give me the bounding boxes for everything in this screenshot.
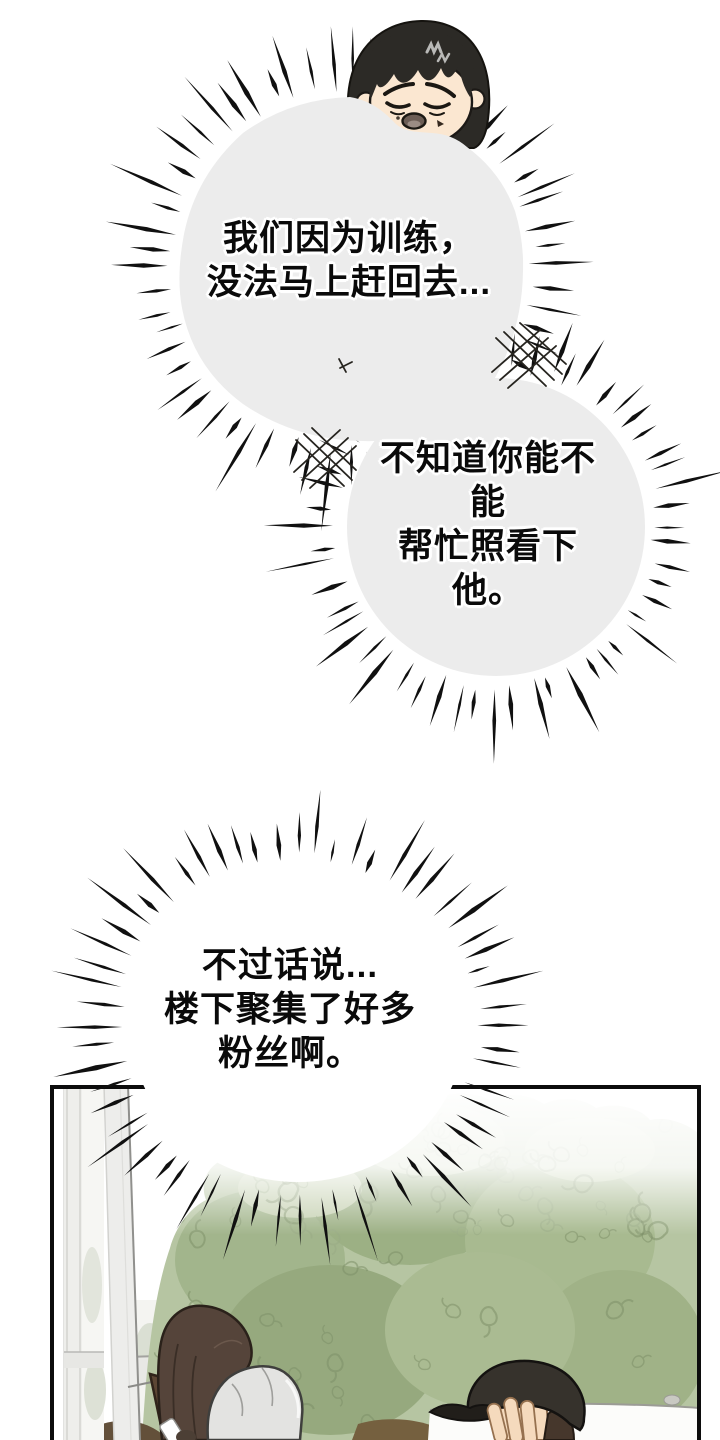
black-cap (466, 1359, 586, 1432)
speech-bubble-3 (131, 870, 465, 1182)
speech-bubble-1 (179, 97, 524, 442)
crosshatch-mark-icon (293, 358, 357, 489)
hand-covering-face (486, 1396, 538, 1440)
speech-bubble-2 (347, 378, 645, 676)
fan-hoodie (206, 1365, 304, 1440)
crosshatch-mark-icon (491, 322, 567, 389)
burst-lines-bubble-3 (51, 789, 544, 1265)
stress-squiggle-icon (425, 40, 443, 56)
fan-with-long-hair (156, 1304, 304, 1440)
building-window (52, 1085, 141, 1440)
chibi-bangs (367, 31, 474, 99)
fan-with-black-cap (428, 1359, 586, 1440)
